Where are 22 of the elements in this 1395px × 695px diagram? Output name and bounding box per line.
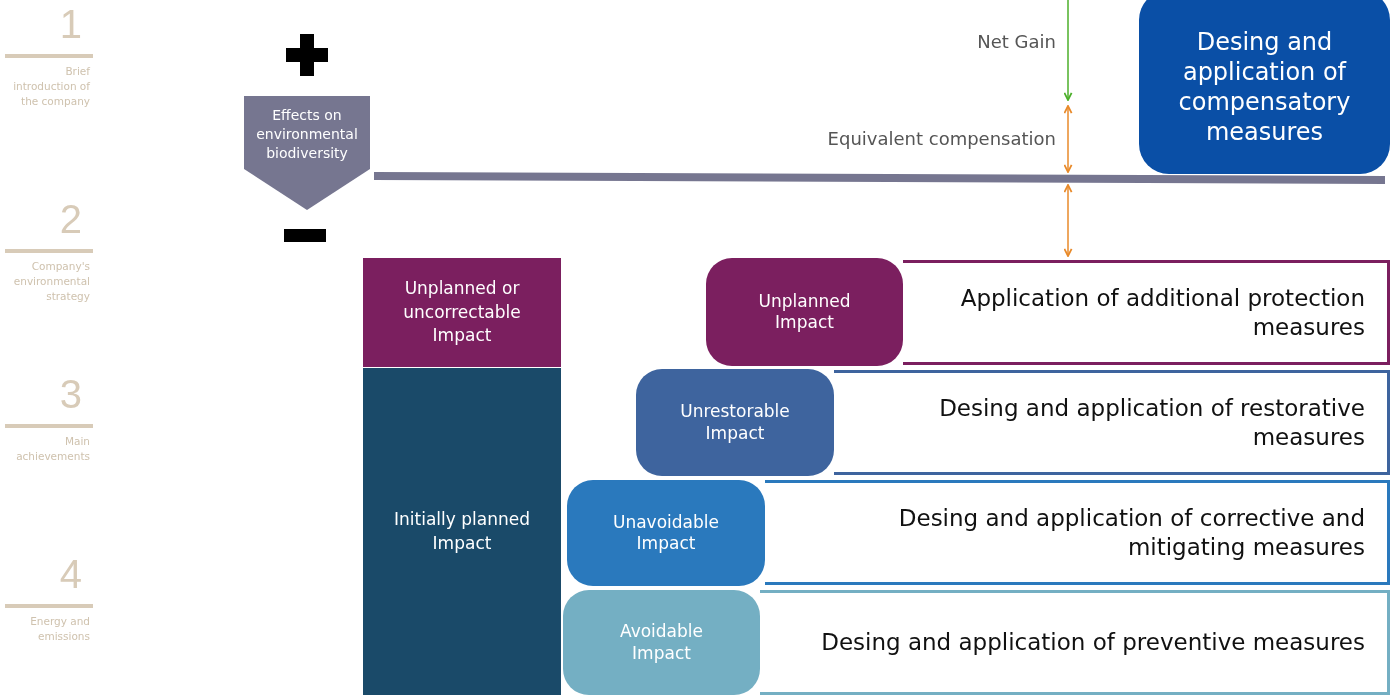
section-number: 1	[59, 2, 82, 46]
section-number: 2	[59, 197, 82, 241]
measure-band: Desing and application of preventive measures	[760, 590, 1390, 695]
section-title: Brief introduction of the company	[12, 64, 90, 109]
section-title: Company's environmental strategy	[12, 259, 90, 304]
impact-box: Unavoidable Impact	[567, 480, 765, 586]
pentagon-marker: Effects on environmental biodiversity	[244, 96, 370, 210]
measure-band: Application of additional protection measures	[903, 260, 1390, 365]
measure-band: Desing and application of restorative measures	[834, 370, 1390, 475]
section-number: 4	[59, 552, 82, 596]
section-title: Energy and emissions	[29, 614, 90, 644]
impact-box: Unrestorable Impact	[636, 369, 834, 476]
level-label: Net Gain	[977, 31, 1056, 52]
impact-box: Desing and application of compensatory measures	[1139, 0, 1390, 174]
impact-box: Unplanned Impact	[706, 258, 903, 366]
section-number: 3	[59, 372, 82, 416]
section-title: Main achievements	[15, 434, 90, 464]
measure-band: Desing and application of corrective and mitigating measures	[765, 480, 1390, 585]
impact-box: Avoidable Impact	[563, 590, 760, 695]
level-label: Equivalent compensation	[827, 128, 1056, 149]
impact-bar: Unplanned or uncorrectable Impact	[363, 258, 561, 367]
impact-bar: Initially planned Impact	[363, 368, 561, 695]
